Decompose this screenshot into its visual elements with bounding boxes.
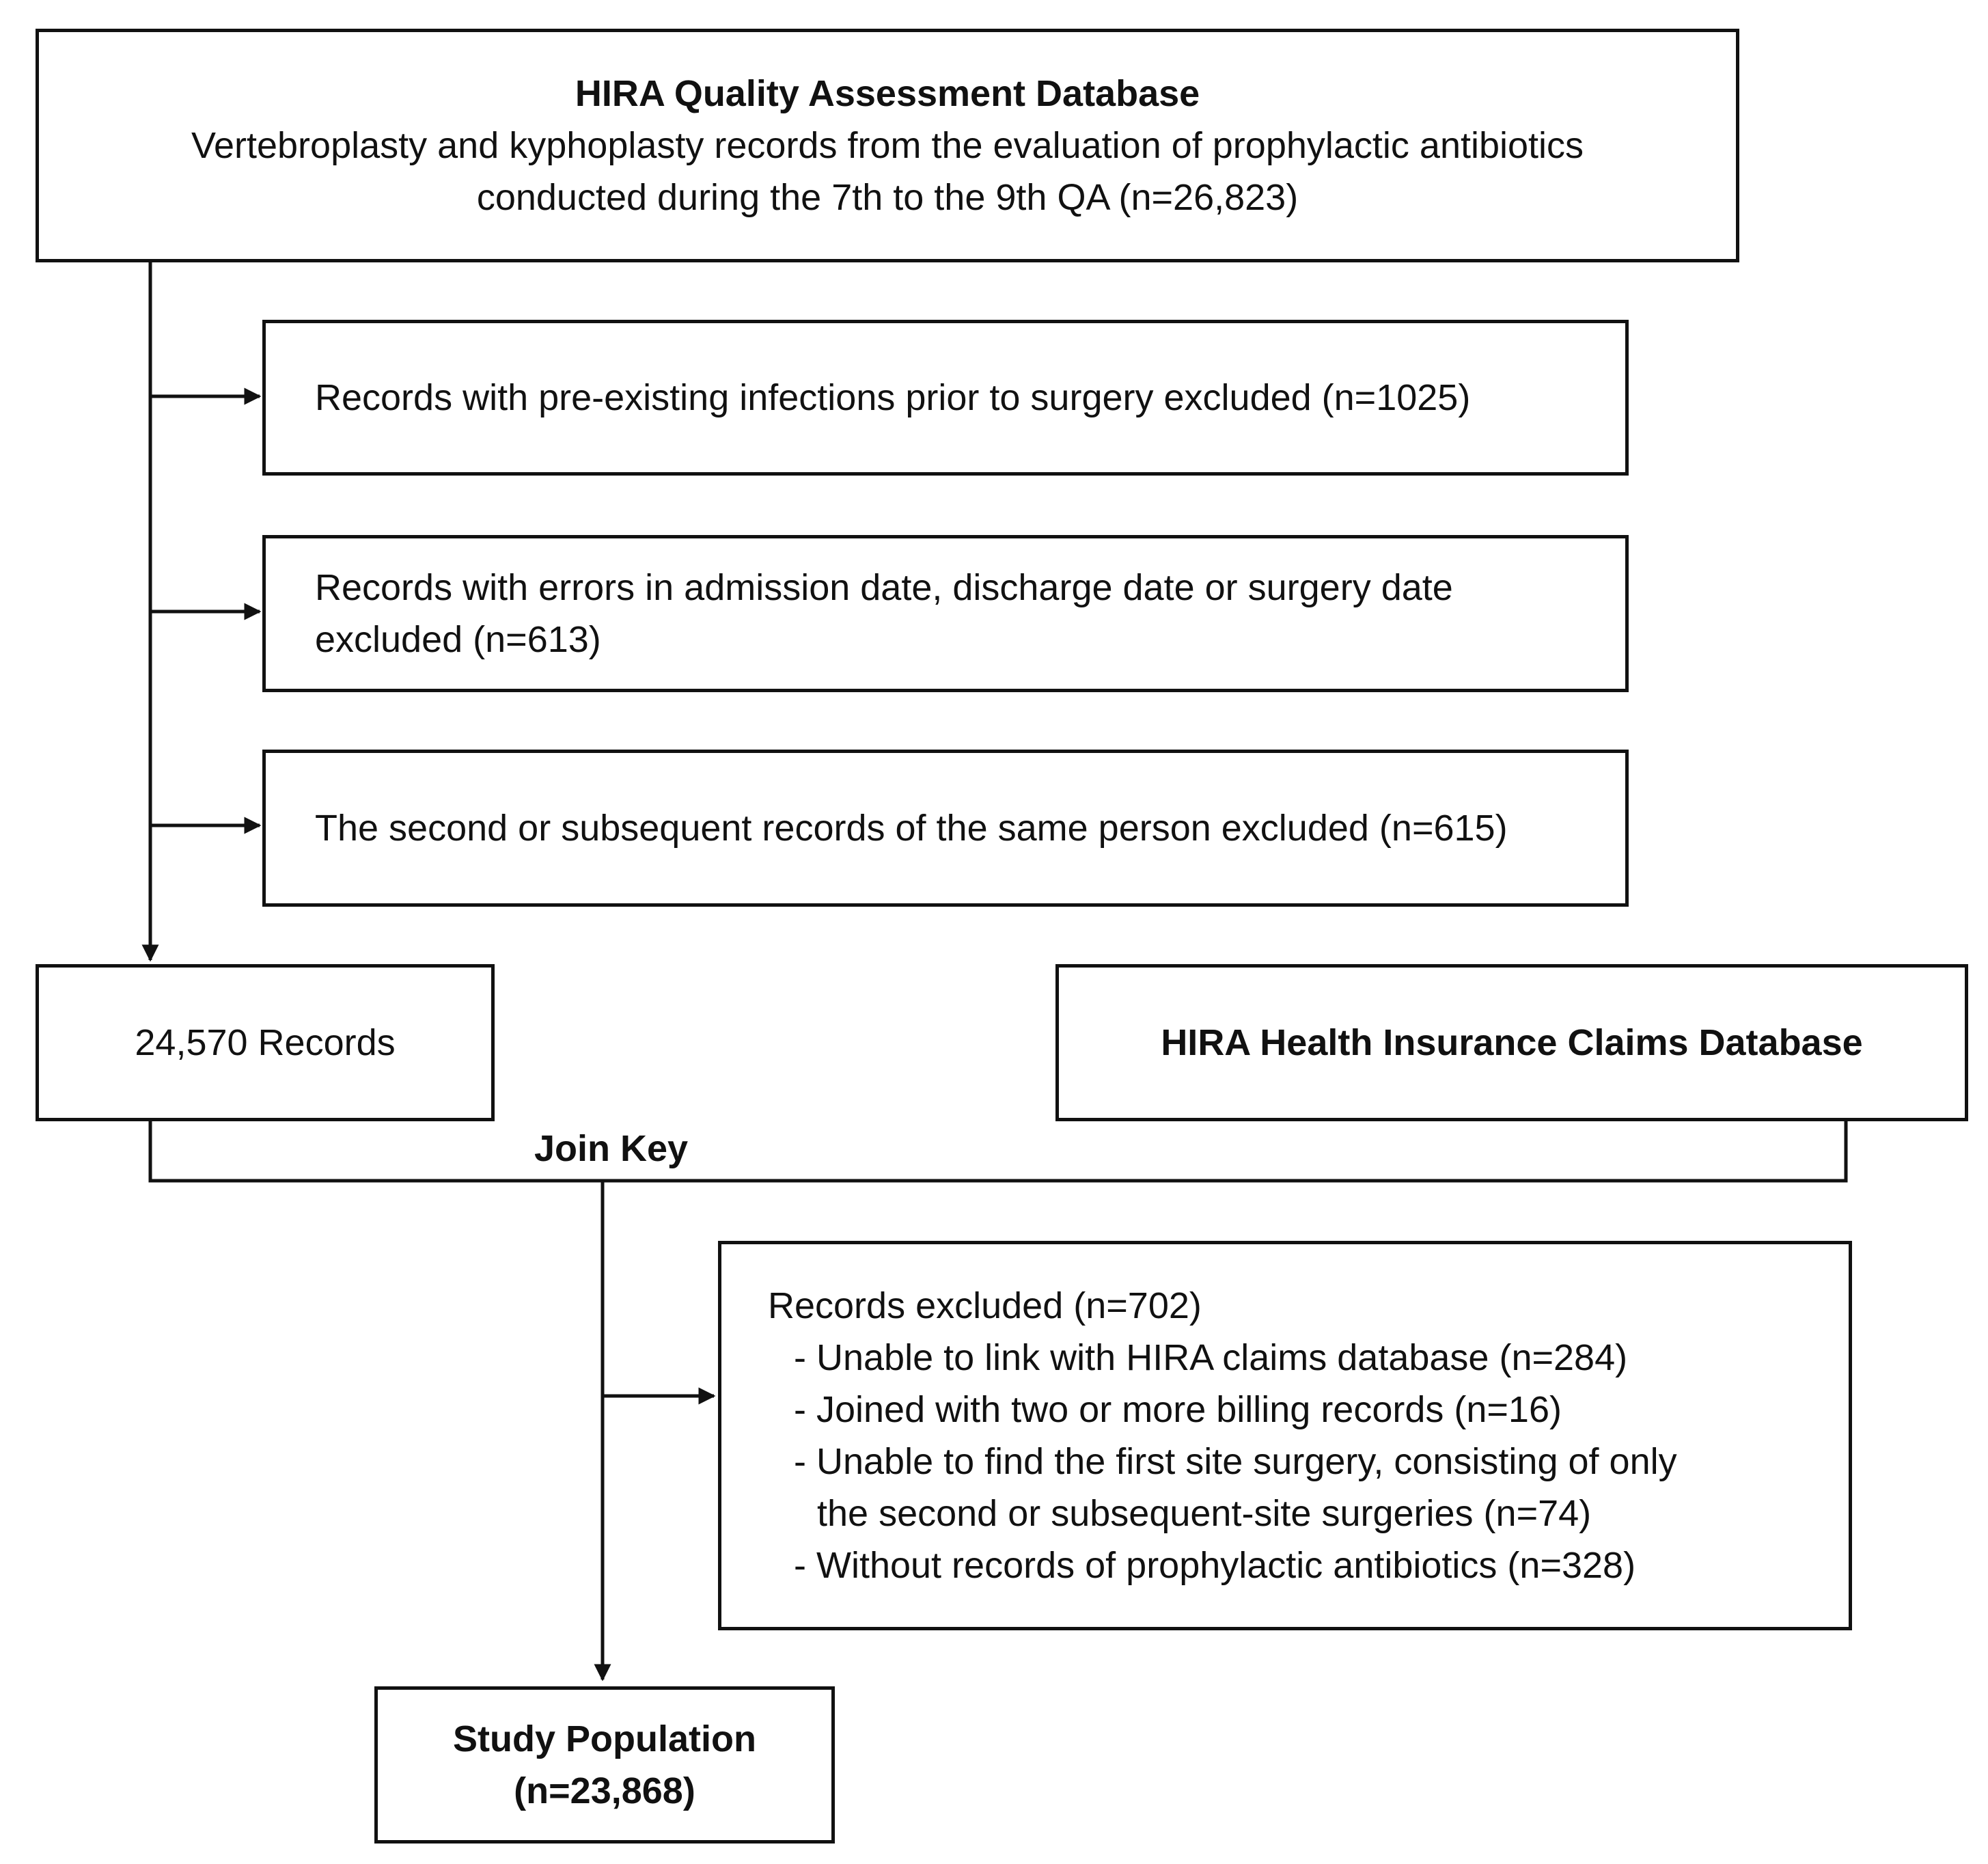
exclusion-text-line1: Records with errors in admission date, d… [315, 567, 1453, 608]
excluded-records-heading: Records excluded (n=702) [768, 1285, 1202, 1326]
exclusion-box-pre-existing-infections: Records with pre-existing infections pri… [262, 320, 1629, 476]
study-population-box: Study Population (n=23,868) [374, 1686, 835, 1844]
source-description-line2: conducted during the 7th to the 9th QA (… [476, 177, 1299, 218]
exclusion-box-date-errors: Records with errors in admission date, d… [262, 535, 1629, 692]
excluded-records-box: Records excluded (n=702) - Unable to lin… [718, 1241, 1852, 1630]
exclusion-text: The second or subsequent records of the … [315, 808, 1508, 849]
claims-database-label: HIRA Health Insurance Claims Database [1161, 1022, 1863, 1063]
exclusion-text: Records with pre-existing infections pri… [315, 377, 1471, 418]
claims-database-box: HIRA Health Insurance Claims Database [1055, 964, 1968, 1121]
records-count-label: 24,570 Records [135, 1022, 396, 1063]
join-bracket-line [148, 1119, 1848, 1183]
source-database-box: HIRA Quality Assessment Database Vertebr… [36, 29, 1739, 262]
join-key-label: Join Key [534, 1128, 689, 1169]
source-description-line1: Vertebroplasty and kyphoplasty records f… [191, 125, 1584, 166]
excluded-reason-item-continuation: the second or subsequent-site surgeries … [817, 1493, 1592, 1534]
records-count-box: 24,570 Records [36, 964, 495, 1121]
source-title: HIRA Quality Assessment Database [575, 73, 1200, 114]
excluded-reason-item: - Unable to link with HIRA claims databa… [794, 1337, 1628, 1378]
excluded-reason-item: - Without records of prophylactic antibi… [794, 1545, 1636, 1586]
study-population-count: (n=23,868) [514, 1770, 695, 1811]
excluded-reason-item: - Unable to find the first site surgery,… [794, 1441, 1677, 1482]
exclusion-box-subsequent-records: The second or subsequent records of the … [262, 750, 1629, 907]
study-population-title: Study Population [453, 1718, 756, 1759]
exclusion-text-line2: excluded (n=613) [315, 619, 601, 660]
excluded-reason-item: - Joined with two or more billing record… [794, 1389, 1562, 1430]
